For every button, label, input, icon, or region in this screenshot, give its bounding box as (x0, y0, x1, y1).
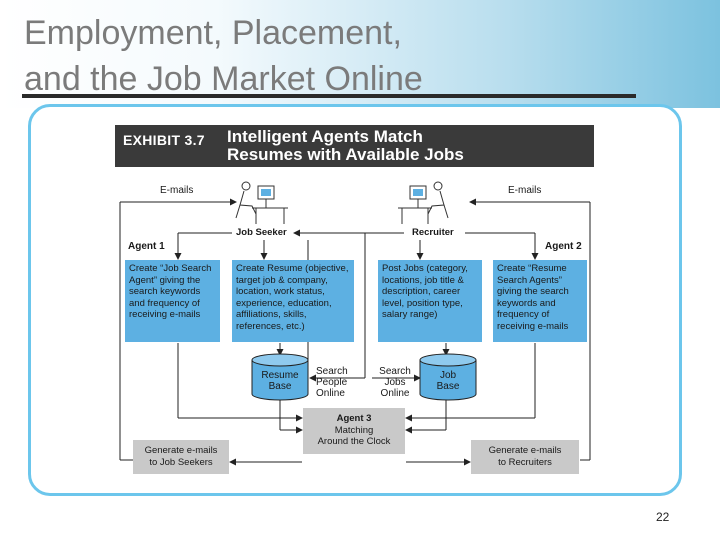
slide-title-line2: and the Job Market Online (24, 60, 423, 98)
recruiter-label: Recruiter (410, 227, 456, 238)
exhibit-number: EXHIBIT 3.7 (123, 132, 205, 148)
agent3-line2: Matching (334, 424, 374, 436)
search-people-line3: Online (316, 388, 345, 399)
agent1-label: Agent 1 (128, 241, 165, 252)
job-seeker-label: Job Seeker (234, 227, 289, 238)
exhibit-title-line2: Resumes with Available Jobs (227, 145, 464, 164)
job-base-label: Job Base (424, 370, 472, 392)
create-job-search-agent-box: Create “Job Search Agent” giving the sea… (125, 260, 220, 342)
gen-recruiters-line1: Generate e-mails (488, 445, 562, 456)
agent2-label: Agent 2 (545, 241, 582, 252)
job-base-icon (419, 353, 477, 401)
generate-emails-recruiters-box: Generate e-mails to Recruiters (471, 440, 579, 474)
title-underline (22, 94, 636, 98)
create-resume-box: Create Resume (objective, target job & c… (232, 260, 354, 342)
post-jobs-box: Post Jobs (category, locations, job titl… (378, 260, 482, 342)
page-number: 22 (656, 510, 670, 524)
exhibit-header: EXHIBIT 3.7 Intelligent Agents Match Res… (115, 125, 594, 167)
resume-base-icon (251, 353, 309, 401)
resume-base-label: Resume Base (256, 370, 304, 392)
exhibit-title: Intelligent Agents Match Resumes with Av… (227, 128, 587, 164)
generate-emails-job-seekers-box: Generate e-mails to Job Seekers (133, 440, 229, 474)
exhibit-title-line1: Intelligent Agents Match (227, 127, 423, 146)
slide-title-line1: Employment, Placement, (24, 14, 402, 52)
create-resume-search-agents-box: Create “Resume Search Agents” giving the… (493, 260, 587, 342)
job-base-line1: Job (439, 370, 457, 381)
search-jobs-line2: Jobs (384, 377, 406, 388)
search-people-line2: People (316, 377, 348, 388)
gen-seekers-line2: to Job Seekers (149, 456, 213, 468)
recruiter-icon (398, 181, 449, 224)
emails-left-label: E-mails (160, 185, 194, 196)
search-jobs-line3: Online (380, 388, 410, 399)
slide-title: Employment, Placement, and the Job Marke… (24, 10, 624, 102)
resume-base-line1: Resume (261, 370, 299, 381)
job-seeker-icon (235, 181, 288, 224)
search-jobs-online-label: Search Jobs Online (376, 366, 414, 399)
gen-recruiters-line2: to Recruiters (498, 456, 552, 468)
search-people-line1: Search (316, 366, 348, 377)
agent3-line1: Agent 3 (336, 413, 372, 424)
gen-seekers-line1: Generate e-mails (144, 445, 218, 456)
agent3-line3: Around the Clock (317, 436, 391, 447)
resume-base-line2: Base (268, 381, 292, 392)
title-background (0, 0, 720, 108)
search-people-online-label: Search People Online (316, 366, 348, 399)
emails-right-label: E-mails (508, 185, 542, 196)
job-base-line2: Base (436, 381, 460, 392)
search-jobs-line1: Search (379, 366, 411, 377)
agent3-matching-box: Agent 3 Matching Around the Clock (303, 408, 405, 454)
